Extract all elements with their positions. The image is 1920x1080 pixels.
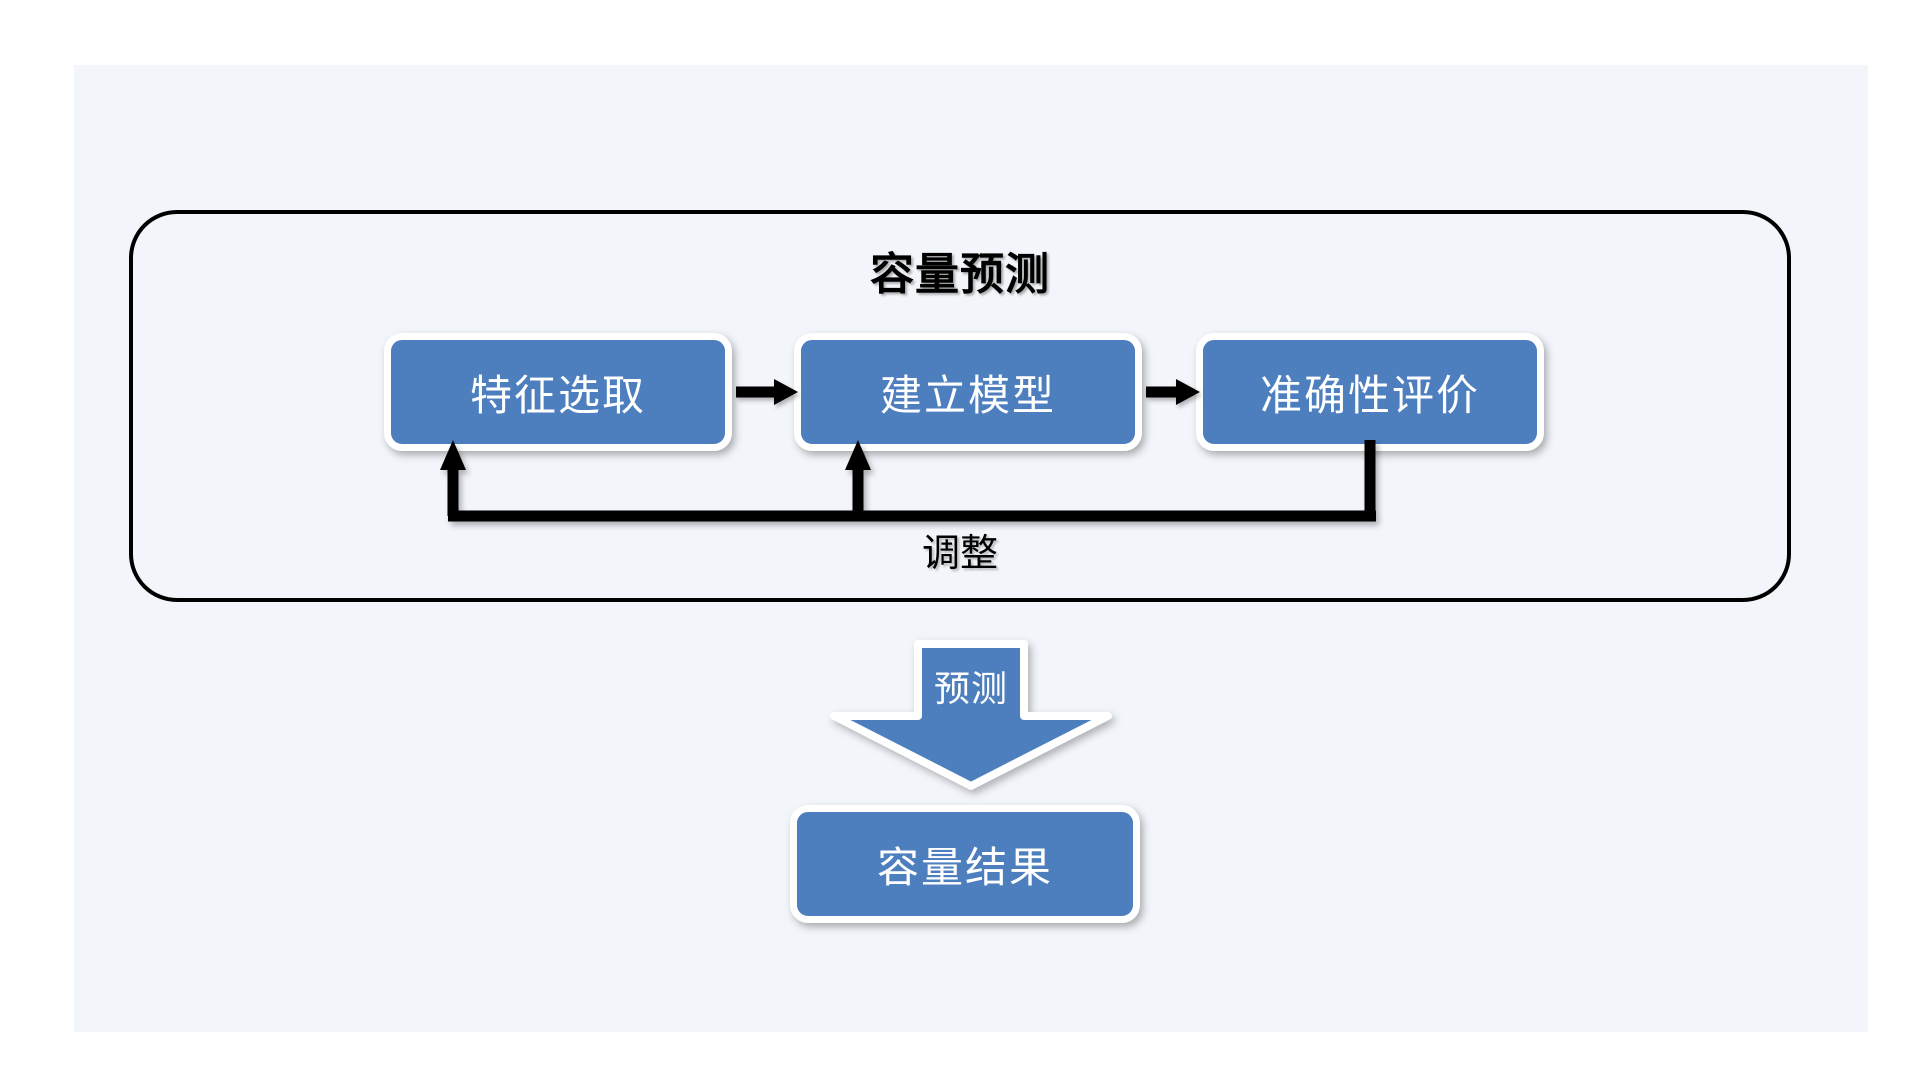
arrow-right-icon-feature-to-model (736, 379, 798, 405)
process-box-model-building-label: 建立模型 (879, 371, 1056, 419)
process-box-accuracy-evaluation[interactable]: 准确性评价 (1196, 333, 1544, 451)
feedback-loop-arrows-icon (440, 440, 1376, 522)
predict-block-arrow-down-icon[interactable] (826, 640, 1116, 790)
arrow-right-icon-model-to-accuracy (1146, 379, 1200, 405)
process-box-feature-selection[interactable]: 特征选取 (384, 333, 732, 451)
process-box-model-building[interactable]: 建立模型 (794, 333, 1142, 451)
process-box-accuracy-evaluation-label: 准确性评价 (1259, 371, 1480, 419)
result-box-capacity-result[interactable]: 容量结果 (790, 805, 1140, 923)
pipeline-title: 容量预测 (870, 250, 1050, 299)
result-box-capacity-result-label: 容量结果 (876, 843, 1053, 891)
process-box-feature-selection-label: 特征选取 (469, 371, 646, 419)
feedback-loop-label: 调整 (921, 533, 998, 575)
pipeline-container (129, 210, 1791, 602)
